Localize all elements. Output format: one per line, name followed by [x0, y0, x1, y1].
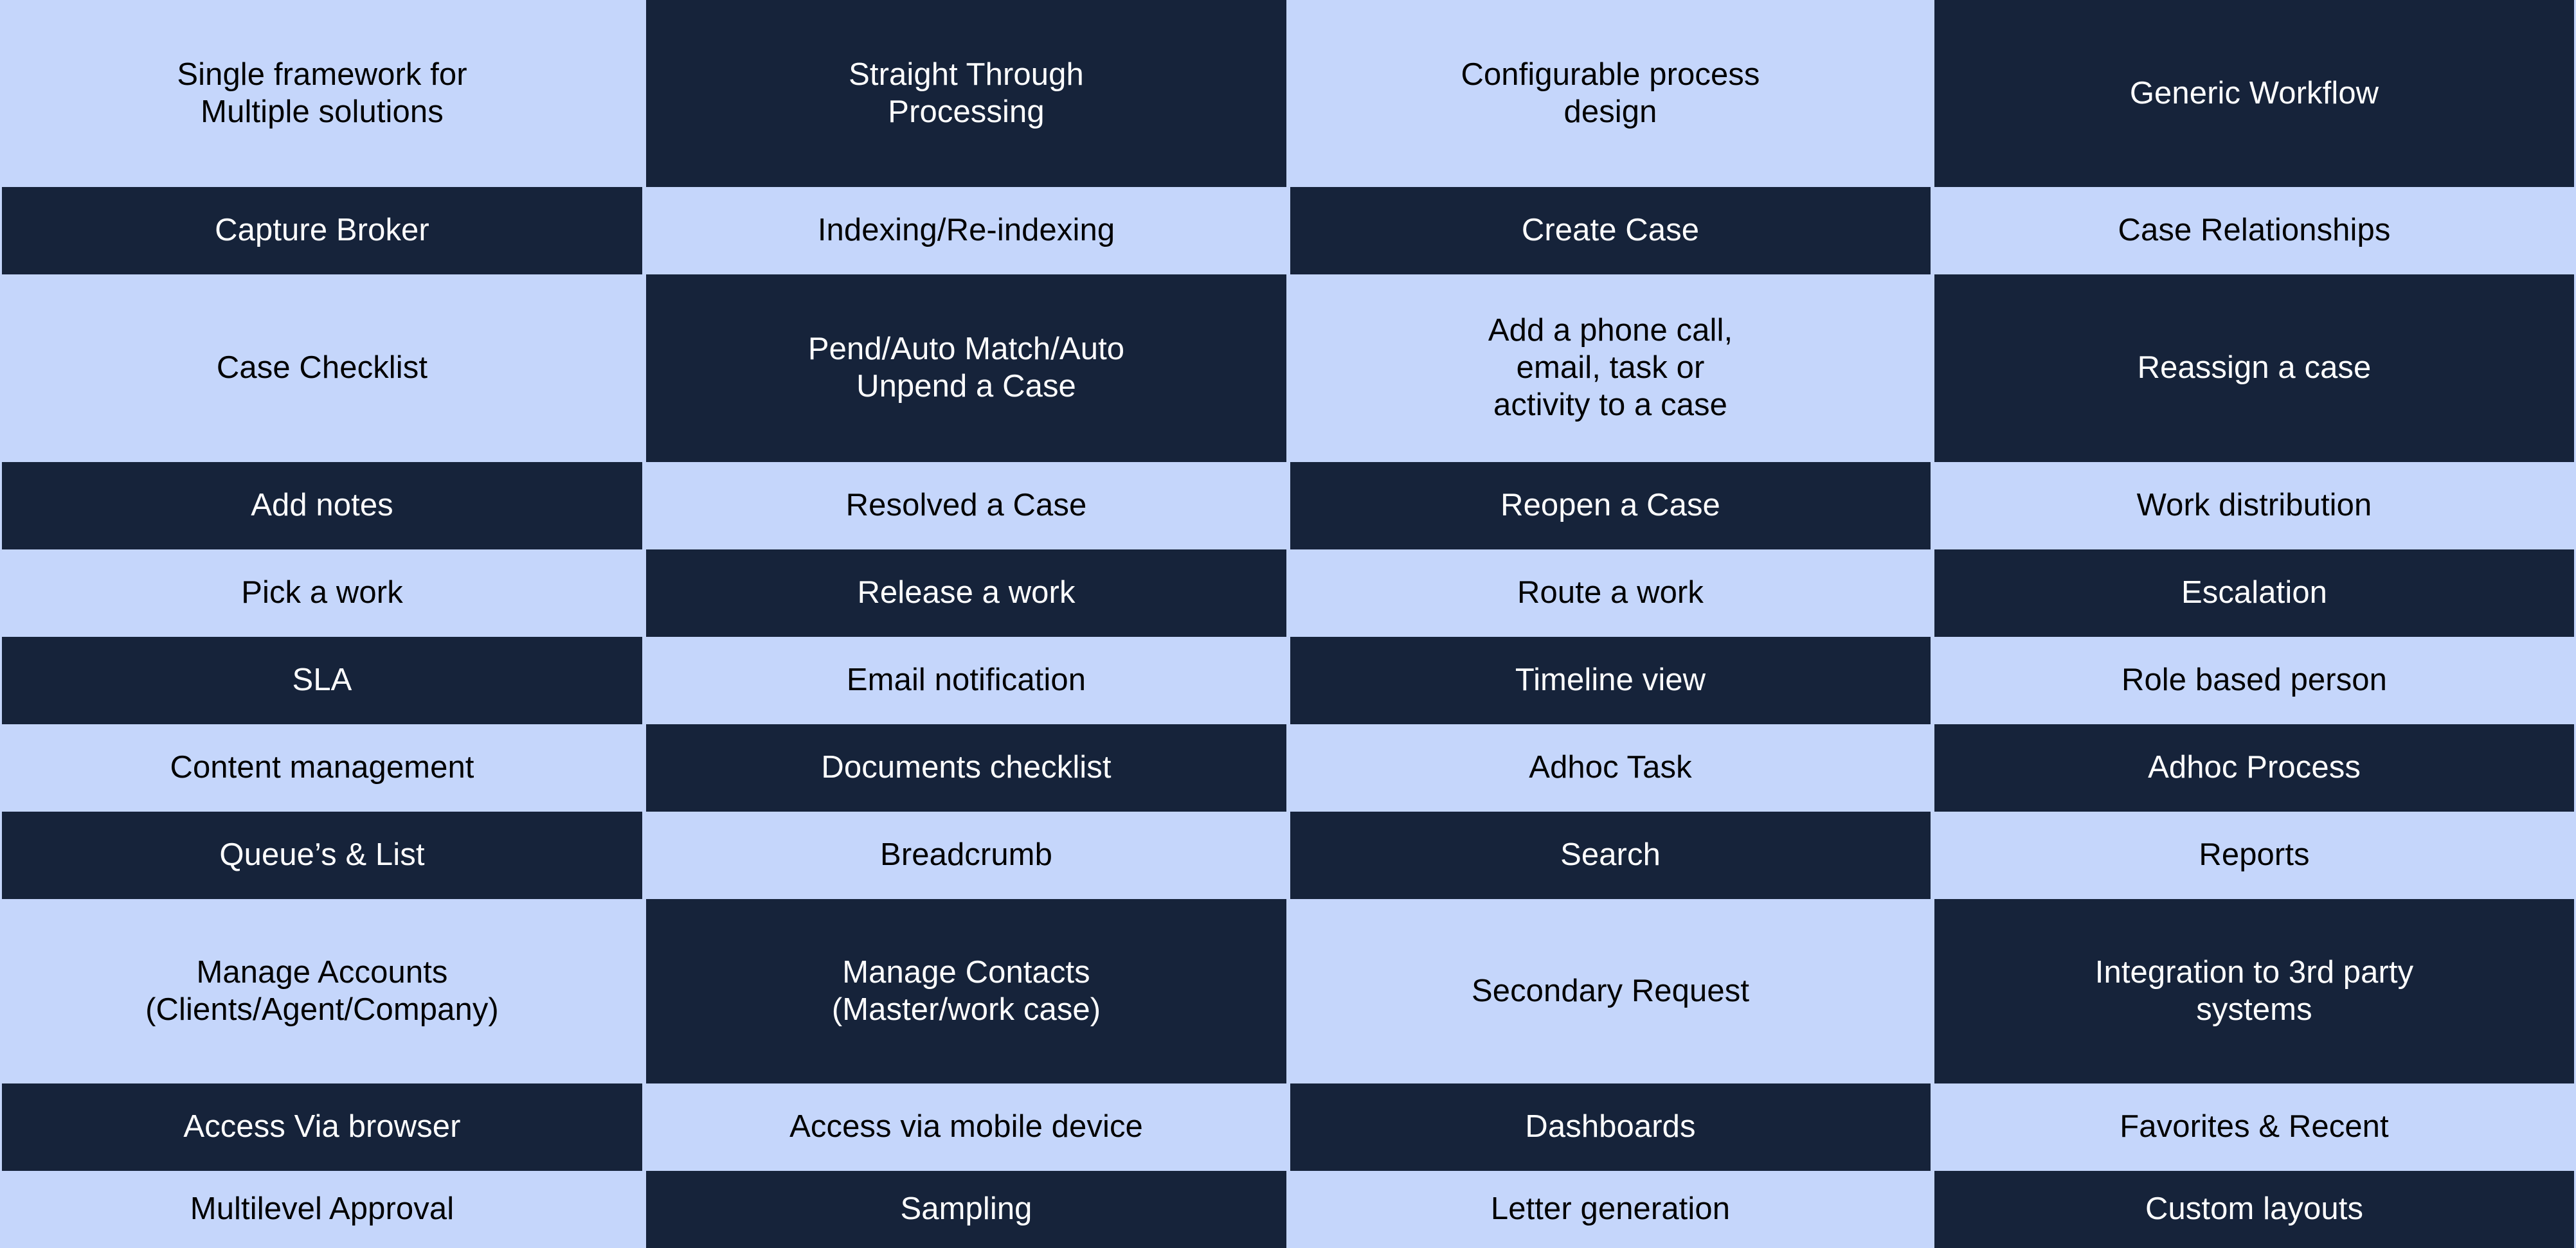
matrix-cell-label: SLA [292, 663, 352, 698]
matrix-cell: Reports [1932, 812, 2576, 899]
matrix-cell-label: Escalation [2181, 575, 2328, 611]
matrix-cell: Case Relationships [1932, 187, 2576, 274]
matrix-cell: Adhoc Process [1932, 724, 2576, 812]
matrix-cell-label: Release a work [857, 575, 1076, 611]
matrix-cell: Create Case [1288, 187, 1932, 274]
matrix-cell-label: Single framework for Multiple solutions [177, 57, 467, 129]
matrix-cell: Adhoc Task [1288, 724, 1932, 812]
matrix-cell-label: Add a phone call, email, task or activit… [1488, 313, 1733, 422]
matrix-cell: Secondary Request [1288, 899, 1932, 1083]
matrix-cell-label: Reopen a Case [1500, 488, 1720, 523]
matrix-cell: Dashboards [1288, 1083, 1932, 1171]
matrix-cell-label: Reassign a case [2137, 350, 2372, 386]
matrix-cell-label: Email notification [846, 663, 1086, 698]
matrix-cell-label: Generic Workflow [2129, 75, 2379, 111]
matrix-cell: Custom layouts [1932, 1171, 2576, 1248]
matrix-cell-label: Capture Broker [215, 213, 429, 248]
matrix-cell-label: Documents checklist [821, 750, 1112, 785]
matrix-cell-label: Pend/Auto Match/Auto Unpend a Case [807, 332, 1125, 404]
matrix-cell-label: Pick a work [241, 575, 403, 611]
matrix-cell-label: Letter generation [1490, 1191, 1731, 1227]
matrix-cell: Pend/Auto Match/Auto Unpend a Case [644, 274, 1288, 462]
matrix-cell-label: Search [1560, 837, 1661, 873]
matrix-cell-label: Queue’s & List [219, 837, 425, 873]
matrix-cell-label: Manage Accounts (Clients/Agent/Company) [145, 954, 499, 1027]
matrix-cell: Favorites & Recent [1932, 1083, 2576, 1171]
matrix-cell-label: Straight Through Processing [849, 57, 1084, 129]
matrix-cell: Generic Workflow [1932, 0, 2576, 187]
matrix-cell: Manage Contacts (Master/work case) [644, 899, 1288, 1083]
matrix-cell: Straight Through Processing [644, 0, 1288, 187]
matrix-cell: Release a work [644, 549, 1288, 637]
matrix-cell-label: Work distribution [2136, 488, 2372, 523]
matrix-cell-label: Configurable process design [1461, 57, 1760, 129]
matrix-cell: Add a phone call, email, task or activit… [1288, 274, 1932, 462]
matrix-cell-label: Resolved a Case [845, 488, 1087, 523]
matrix-cell: Letter generation [1288, 1171, 1932, 1248]
matrix-cell: Role based person [1932, 637, 2576, 724]
matrix-cell: Search [1288, 812, 1932, 899]
matrix-cell-label: Indexing/Re-indexing [817, 213, 1115, 248]
matrix-cell: Escalation [1932, 549, 2576, 637]
matrix-cell: Content management [0, 724, 644, 812]
matrix-cell-label: Adhoc Process [2148, 750, 2361, 785]
matrix-cell: Queue’s & List [0, 812, 644, 899]
matrix-cell-label: Create Case [1521, 213, 1700, 248]
matrix-cell: Indexing/Re-indexing [644, 187, 1288, 274]
matrix-cell-label: Manage Contacts (Master/work case) [831, 954, 1101, 1027]
matrix-cell: Documents checklist [644, 724, 1288, 812]
matrix-cell-label: Breadcrumb [880, 837, 1052, 873]
matrix-cell: Add notes [0, 462, 644, 549]
matrix-cell: Integration to 3rd party systems [1932, 899, 2576, 1083]
matrix-cell: Manage Accounts (Clients/Agent/Company) [0, 899, 644, 1083]
matrix-cell-label: Sampling [900, 1191, 1032, 1227]
matrix-cell: Sampling [644, 1171, 1288, 1248]
matrix-cell-label: Content management [170, 750, 474, 785]
matrix-cell-label: Timeline view [1515, 663, 1706, 698]
matrix-cell-label: Case Relationships [2118, 213, 2391, 248]
matrix-cell: Reopen a Case [1288, 462, 1932, 549]
matrix-cell-label: Multilevel Approval [190, 1191, 455, 1227]
matrix-cell: Pick a work [0, 549, 644, 637]
matrix-cell: Case Checklist [0, 274, 644, 462]
matrix-cell-label: Dashboards [1525, 1109, 1696, 1145]
matrix-cell: Timeline view [1288, 637, 1932, 724]
matrix-cell: Email notification [644, 637, 1288, 724]
matrix-cell: Access Via browser [0, 1083, 644, 1171]
matrix-cell: Reassign a case [1932, 274, 2576, 462]
matrix-cell-label: Custom layouts [2145, 1191, 2364, 1227]
matrix-cell: Single framework for Multiple solutions [0, 0, 644, 187]
matrix-cell: Resolved a Case [644, 462, 1288, 549]
matrix-cell: Multilevel Approval [0, 1171, 644, 1248]
matrix-cell-label: Favorites & Recent [2120, 1109, 2389, 1145]
matrix-cell-label: Reports [2199, 837, 2310, 873]
matrix-cell: Capture Broker [0, 187, 644, 274]
matrix-cell-label: Route a work [1517, 575, 1704, 611]
matrix-cell-label: Access Via browser [183, 1109, 461, 1145]
matrix-cell: SLA [0, 637, 644, 724]
matrix-cell-label: Secondary Request [1471, 973, 1750, 1008]
matrix-cell-label: Adhoc Task [1529, 750, 1692, 785]
matrix-cell: Route a work [1288, 549, 1932, 637]
matrix-cell: Work distribution [1932, 462, 2576, 549]
matrix-cell: Configurable process design [1288, 0, 1932, 187]
matrix-cell-label: Add notes [251, 488, 393, 523]
matrix-cell-label: Case Checklist [216, 350, 428, 386]
matrix-cell-label: Access via mobile device [789, 1109, 1143, 1145]
matrix-cell-label: Role based person [2121, 663, 2388, 698]
matrix-cell-label: Integration to 3rd party systems [2094, 954, 2414, 1027]
matrix-cell: Breadcrumb [644, 812, 1288, 899]
matrix-cell: Access via mobile device [644, 1083, 1288, 1171]
